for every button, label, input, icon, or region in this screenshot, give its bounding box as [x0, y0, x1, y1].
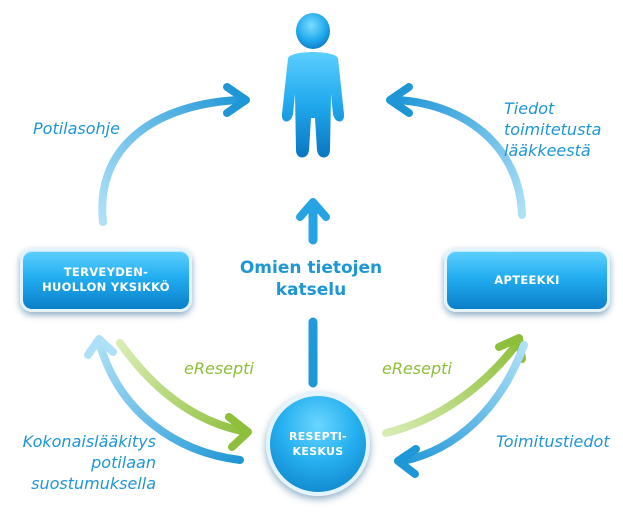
label-dispensing-info: Toimitustiedot — [496, 432, 610, 451]
arrow-eprescription-to-center — [116, 339, 252, 451]
label-patient-instructions: Potilasohje — [33, 119, 120, 138]
person-icon — [281, 13, 345, 158]
arrow-center-to-person — [296, 198, 330, 388]
label-eprescription-left: eResepti — [184, 359, 254, 378]
label-consent-overview: Kokonaislääkitys potilaan suostumuksella — [22, 432, 156, 493]
label-dispensed-medicine-info: Tiedot toimitetusta lääkkeestä — [504, 99, 602, 160]
arrow-pharmacy-to-center — [394, 341, 528, 478]
node-pharmacy: APTEEKKI — [444, 248, 610, 312]
label-own-data-view: Omien tietojen katselu — [239, 258, 383, 300]
label-eprescription-right: eResepti — [382, 359, 452, 378]
node-health-unit: TERVEYDEN- HUOLLON YKSIKKÖ — [20, 248, 192, 312]
arrow-pharmacy-to-person — [386, 83, 526, 219]
node-prescription-center: RESEPTI- KESKUS — [266, 392, 370, 496]
arrow-center-to-health-unit — [84, 335, 244, 464]
arrow-health-unit-to-person — [98, 83, 250, 226]
